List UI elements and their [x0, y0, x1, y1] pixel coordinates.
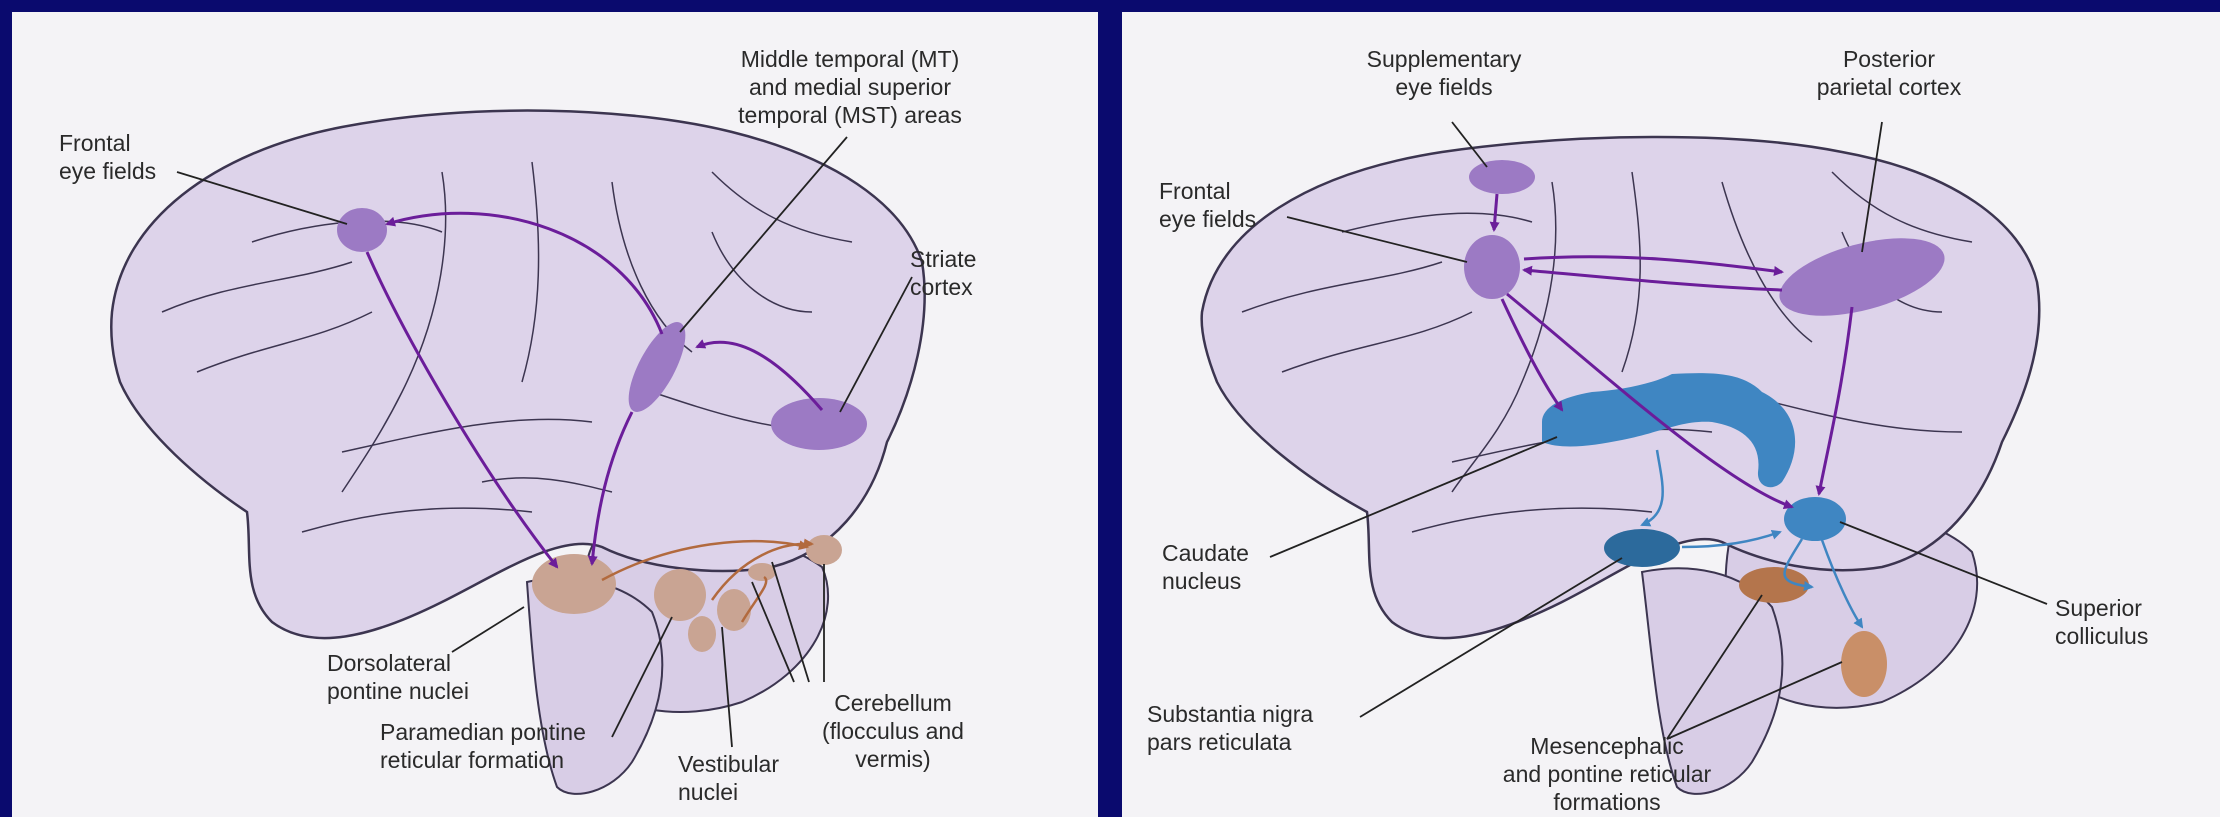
smooth-pursuit-pathway-panel: Frontal eye fields Middle temporal (MT) …	[12, 12, 1098, 817]
saccade-pathway-panel: Supplementary eye fields Posterior parie…	[1122, 12, 2220, 817]
label-substantia-nigra: Substantia nigra pars reticulata	[1147, 700, 1313, 756]
superior-colliculus-area	[1784, 497, 1846, 541]
label-superior-colliculus: Superior colliculus	[2055, 594, 2148, 650]
label-cerebellum: Cerebellum (flocculus and vermis)	[808, 689, 978, 773]
label-vestibular-nuclei: Vestibular nuclei	[678, 750, 779, 806]
supplementary-eye-fields-area	[1469, 160, 1535, 194]
paramedian-pontine-formation	[654, 569, 706, 621]
brain-diagram-right	[1122, 12, 2220, 817]
cerebellum-flocculus	[806, 535, 842, 565]
label-frontal-eye-fields: Frontal eye fields	[59, 129, 156, 185]
label-striate-cortex: Striate cortex	[910, 245, 976, 301]
label-supplementary-eye-fields: Supplementary eye fields	[1350, 45, 1538, 101]
frontal-eye-fields-area	[1464, 235, 1520, 299]
label-mesencephalic-pontine: Mesencephalic and pontine reticular form…	[1477, 732, 1737, 816]
dorsolateral-pontine-nuclei	[532, 554, 616, 614]
label-posterior-parietal-cortex: Posterior parietal cortex	[1782, 45, 1996, 101]
label-frontal-eye-fields: Frontal eye fields	[1159, 177, 1256, 233]
label-dorsolateral-pontine-nuclei: Dorsolateral pontine nuclei	[327, 649, 469, 705]
vestibular-nuclei	[717, 589, 751, 631]
label-paramedian-pontine: Paramedian pontine reticular formation	[380, 718, 586, 774]
frontal-eye-fields-area	[337, 208, 387, 252]
label-mt-mst: Middle temporal (MT) and medial superior…	[712, 45, 988, 129]
label-caudate-nucleus: Caudate nucleus	[1162, 539, 1249, 595]
pontine-formation-lower	[1841, 631, 1887, 697]
cerebellar-nucleus	[748, 563, 776, 581]
brainstem-nucleus-small	[688, 616, 716, 652]
